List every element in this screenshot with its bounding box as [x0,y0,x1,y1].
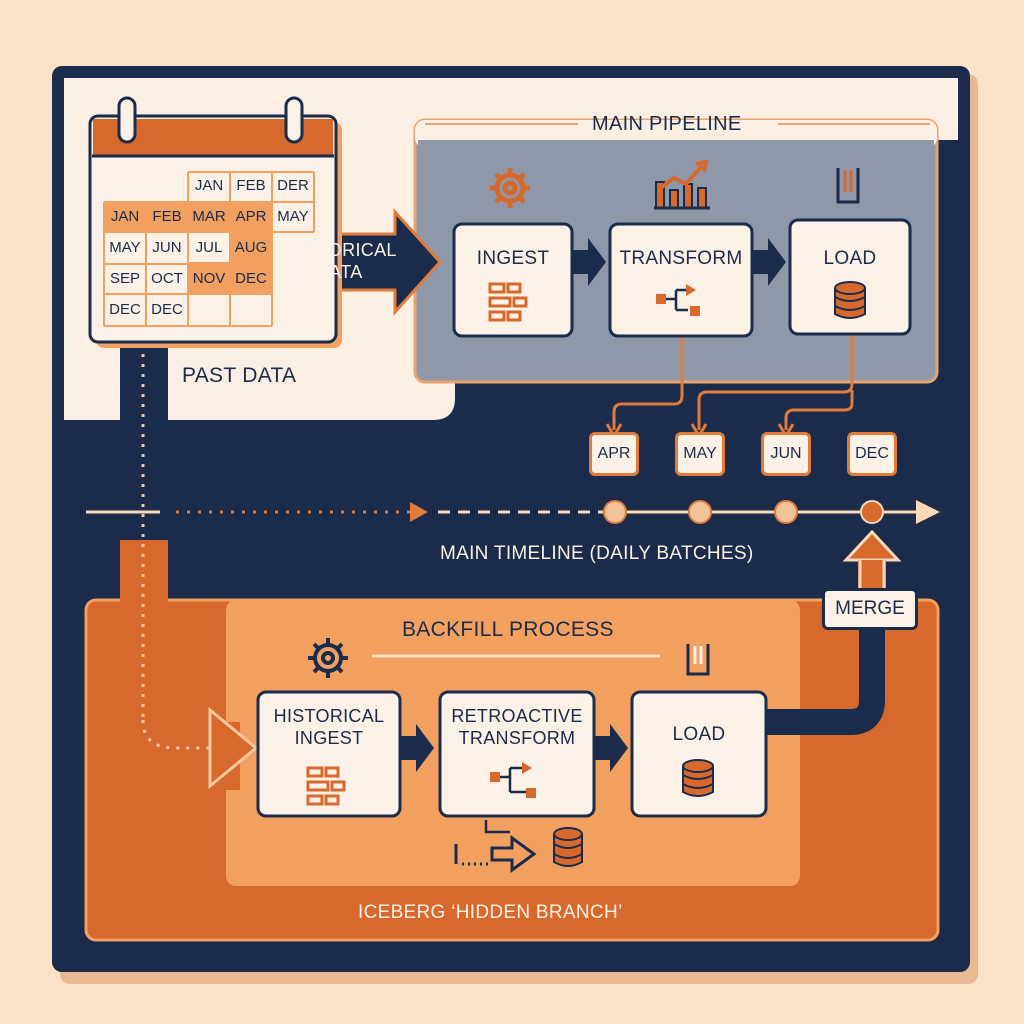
historical-data-label-line1: HISTORICAL [286,240,397,260]
iceberg-branch-label: ICEBERG ‘HIDDEN BRANCH’ [358,902,623,923]
blocks-icon [306,766,346,806]
timeline-month-apr[interactable]: APR [589,432,639,476]
timeline-month-dec[interactable]: DEC [847,432,897,476]
stage-label: TRANSFORM [619,248,743,269]
database-icon [834,281,866,319]
main-timeline-label: MAIN TIMELINE (DAILY BATCHES) [440,543,754,564]
backfill-stage-historical-ingest[interactable]: HISTORICAL INGEST [258,692,400,816]
stage-label-line1: HISTORICAL [273,706,385,726]
pipeline-stage-ingest[interactable]: INGEST [454,224,572,336]
stage-label: LOAD [823,248,877,269]
gear-icon [490,168,530,208]
stage-label: INGEST [476,248,550,269]
backfill-stage-retroactive-transform[interactable]: RETROACTIVE TRANSFORM [440,692,594,816]
backfill-title: BACKFILL PROCESS [402,618,614,641]
load-icon [686,644,710,676]
database-icon [682,759,714,797]
stage-label-line2: INGEST [294,728,364,748]
pipeline-stage-transform[interactable]: TRANSFORM [610,224,752,336]
timeline-month-may[interactable]: MAY [675,432,725,476]
historical-data-label-line2: DATA [316,262,363,282]
timeline-month-jun[interactable]: JUN [761,432,811,476]
flow-icon [656,284,700,316]
stage-label-line1: LOAD [672,724,726,745]
flow-icon [490,762,536,798]
stage-label-line1: RETROACTIVE [451,706,583,726]
gear-icon [308,638,348,678]
chart-icon [654,160,710,210]
main-pipeline-title: MAIN PIPELINE [592,113,742,135]
merge-button[interactable]: MERGE [822,588,918,630]
backfill-stage-load[interactable]: LOAD [632,692,766,816]
past-data-caption: PAST DATA [182,364,297,387]
blocks-icon [488,282,528,322]
load-icon [836,168,860,204]
pipeline-stage-load[interactable]: LOAD [790,220,910,334]
stage-label-line2: TRANSFORM [458,728,576,748]
branch-flow-icon [454,820,583,873]
